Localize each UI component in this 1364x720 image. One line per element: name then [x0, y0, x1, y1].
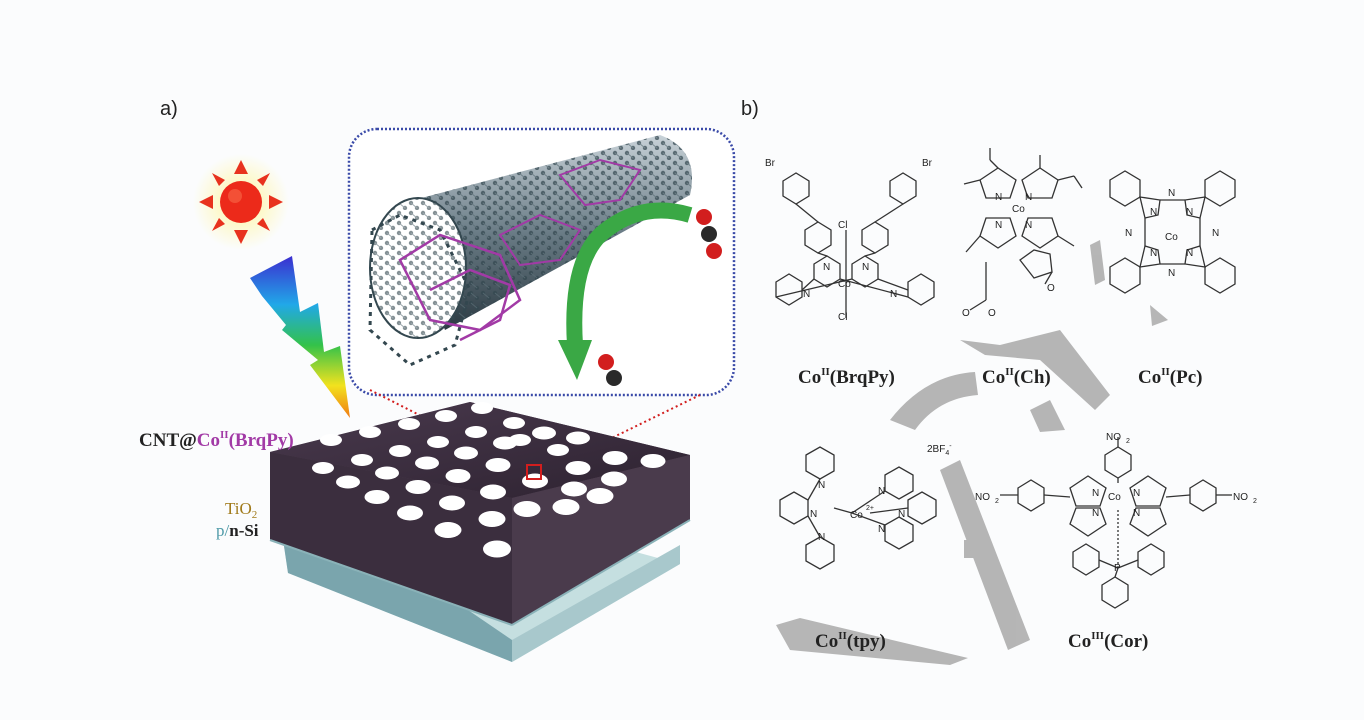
svg-text:2+: 2+ — [866, 505, 874, 512]
svg-text:N: N — [810, 509, 817, 520]
structure-co-pc-atoms: Co N N N N N N N N — [1125, 188, 1219, 279]
svg-text:Br: Br — [765, 158, 776, 169]
caption-co-cor: CoIII(Cor) — [1068, 630, 1148, 652]
svg-text:N: N — [878, 486, 885, 497]
svg-text:N: N — [823, 262, 830, 273]
svg-text:N: N — [1092, 508, 1099, 519]
svg-text:NO: NO — [975, 492, 990, 503]
svg-text:2: 2 — [1253, 498, 1257, 505]
structure-co-brqpy-atoms: Br Br Cl Co Cl N N N N — [765, 158, 933, 323]
si-layer-label: p/n-Si — [216, 521, 259, 540]
watermark — [776, 240, 1168, 665]
zoom-guide-lines — [369, 389, 701, 471]
svg-text:Co: Co — [1108, 492, 1121, 503]
svg-text:2: 2 — [995, 498, 999, 505]
svg-text:N: N — [898, 509, 905, 520]
svg-text:N: N — [1125, 228, 1132, 239]
svg-text:N: N — [1168, 188, 1175, 199]
svg-text:N: N — [1186, 207, 1193, 218]
svg-text:N: N — [1133, 508, 1140, 519]
svg-text:Cl: Cl — [838, 312, 847, 323]
reaction-arrow — [558, 202, 693, 380]
structure-co-ch — [963, 148, 1083, 311]
svg-text:Cl: Cl — [838, 220, 847, 231]
structure-co-ch-atoms: Co N N N N O O O — [962, 192, 1055, 319]
light-bolt-icon — [250, 256, 350, 418]
caption-co-ch: CoII(Ch) — [982, 366, 1051, 388]
svg-text:N: N — [995, 220, 1002, 231]
svg-text:NO: NO — [1106, 432, 1121, 443]
structure-co-brqpy — [775, 172, 935, 318]
svg-text:O: O — [1047, 283, 1055, 294]
svg-text:N: N — [1092, 488, 1099, 499]
svg-text:N: N — [1150, 207, 1157, 218]
panel-a-label: a) — [160, 98, 178, 120]
svg-text:N: N — [1025, 192, 1032, 203]
caption-co-brqpy: CoII(BrqPy) — [798, 366, 895, 388]
caption-co-tpy: CoII(tpy) — [815, 630, 886, 652]
svg-text:N: N — [803, 289, 810, 300]
sun-icon — [193, 154, 289, 250]
svg-text:N: N — [1150, 248, 1157, 259]
co2-molecule — [696, 209, 722, 259]
carbon-nanotube — [368, 135, 692, 367]
svg-text:2: 2 — [1126, 438, 1130, 445]
structure-co-tpy — [779, 446, 937, 570]
svg-text:N: N — [995, 192, 1002, 203]
svg-text:Co: Co — [838, 279, 851, 290]
svg-text:N: N — [818, 480, 825, 491]
svg-text:N: N — [1025, 220, 1032, 231]
zoom-region-marker — [526, 464, 542, 480]
svg-text:N: N — [890, 289, 897, 300]
svg-text:P: P — [1114, 563, 1121, 574]
catalyst-label: CNT@CoII(BrqPy) — [139, 429, 294, 451]
svg-text:N: N — [818, 532, 825, 543]
photoelectrode-device — [269, 402, 691, 662]
svg-text:Co: Co — [1165, 232, 1178, 243]
tio2-layer-label: TiO2 — [225, 499, 257, 521]
structure-co-cor — [1000, 437, 1232, 609]
svg-text:NO: NO — [1233, 492, 1248, 503]
svg-text:N: N — [1168, 268, 1175, 279]
svg-text:N: N — [1212, 228, 1219, 239]
panel-b-label: b) — [741, 98, 759, 120]
svg-text:N: N — [1133, 488, 1140, 499]
svg-text:N: N — [878, 524, 885, 535]
svg-text:O: O — [988, 308, 996, 319]
svg-text:O: O — [962, 308, 970, 319]
structure-co-pc — [1109, 170, 1236, 294]
structure-co-tpy-atoms: Co 2+ N N N N N N — [810, 480, 905, 543]
svg-text:Co: Co — [850, 510, 863, 521]
svg-text:Co: Co — [1012, 204, 1025, 215]
structure-co-cor-atoms: NO 2 NO 2 NO 2 Co N N N N P — [975, 432, 1257, 574]
svg-text:N: N — [1186, 248, 1193, 259]
svg-text:Br: Br — [922, 158, 933, 169]
caption-co-pc: CoII(Pc) — [1138, 366, 1203, 388]
counterion-label: 2BF4- — [927, 443, 952, 457]
svg-text:N: N — [862, 262, 869, 273]
co-molecule — [598, 354, 622, 386]
